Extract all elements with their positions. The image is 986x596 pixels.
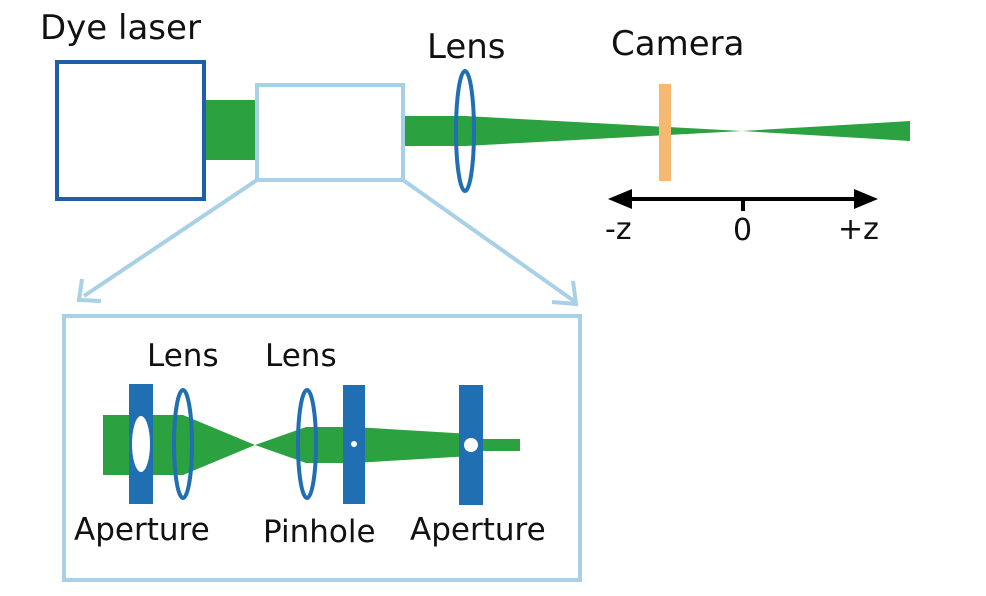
- zoom-arrowhead-right: [551, 280, 579, 307]
- inset-aperture-2-opening: [464, 438, 478, 452]
- beam-expander-box: [255, 83, 405, 182]
- inset-aperture-2-label: Aperture: [410, 512, 546, 548]
- inset-lens-2: [296, 388, 318, 500]
- inset-beam-diverge: [255, 427, 306, 463]
- zoom-line-left: [82, 178, 259, 298]
- beam-laser-output: [204, 100, 257, 160]
- inset-aperture-1-label: Aperture: [74, 512, 210, 548]
- z-axis-arrow-right: [854, 189, 878, 209]
- axis-minus-z-label: -z: [605, 212, 632, 247]
- zoom-arrowhead-left: [76, 278, 102, 303]
- inset-pinhole-opening: [351, 441, 357, 447]
- main-lens-label: Lens: [427, 27, 506, 67]
- z-axis-arrow-left: [608, 189, 632, 209]
- axis-plus-z-label: +z: [838, 212, 879, 247]
- axis-zero-label: 0: [733, 213, 753, 248]
- main-lens: [454, 69, 476, 193]
- inset-lens-2-label: Lens: [265, 338, 337, 374]
- inset-beam-output: [471, 439, 520, 451]
- dye-laser-label: Dye laser: [40, 8, 201, 48]
- inset-pinhole-label: Pinhole: [263, 514, 376, 550]
- inset-beam-converge: [183, 415, 255, 475]
- inset-beam-taper: [354, 427, 471, 463]
- zoom-line-right: [401, 178, 576, 303]
- inset-aperture-1-opening: [132, 416, 150, 472]
- inset-lens-1: [172, 388, 194, 500]
- camera-label: Camera: [611, 24, 745, 64]
- dye-laser-box: [55, 60, 206, 201]
- beam-focus-cone: [465, 116, 910, 146]
- camera-sensor: [659, 84, 671, 181]
- inset-lens-1-label: Lens: [147, 338, 219, 374]
